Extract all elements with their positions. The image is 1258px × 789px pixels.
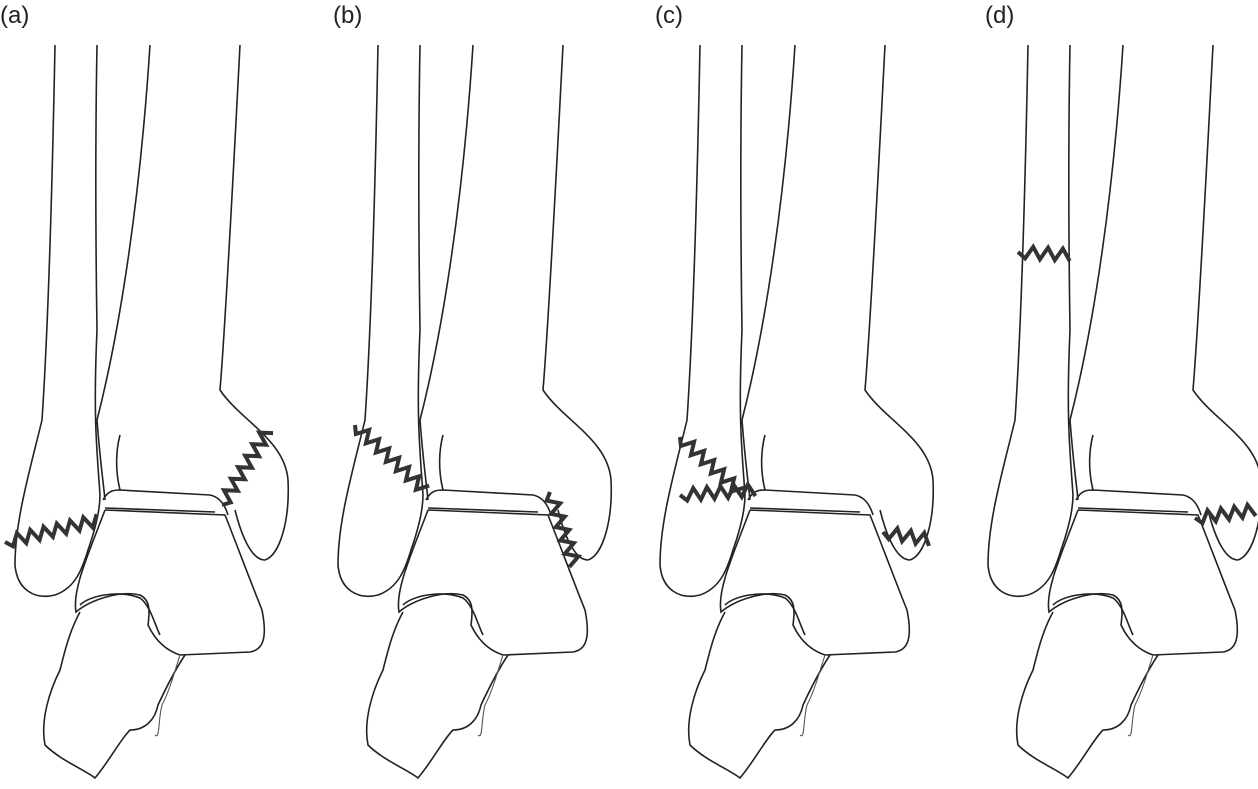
calcaneus-outline (687, 611, 831, 780)
talus-outline (1047, 509, 1239, 656)
fibula-outline (987, 44, 1074, 597)
talus-dome (724, 593, 806, 636)
tibia-lateral-line (1069, 44, 1124, 421)
ankle-panel-c (659, 44, 935, 780)
panel-label-b: (b) (333, 2, 363, 29)
ankle-panel-d (987, 44, 1258, 780)
ankle-panel-b (337, 44, 613, 780)
tibial-plafond (1075, 489, 1202, 516)
tibia-lateral-line (419, 44, 474, 421)
tibial-plafond (425, 489, 552, 516)
fracture-line (353, 424, 430, 493)
calcaneus-outline (42, 611, 186, 780)
fracture-line (220, 430, 274, 507)
tibia-medial-outline (542, 44, 613, 561)
talus-outline (74, 509, 266, 656)
talus-outline (719, 509, 911, 656)
fracture-line (1193, 500, 1258, 527)
syndesmosis-line (741, 419, 766, 501)
fracture-line (1016, 243, 1072, 264)
talus-dome (402, 593, 484, 636)
syndesmosis-line (96, 419, 121, 501)
panel-label-d: (d) (985, 2, 1015, 29)
calcaneus-outline (365, 611, 509, 780)
navicular-line (154, 654, 181, 737)
tibial-plafond (102, 489, 229, 516)
fibula-outline (659, 44, 746, 597)
syndesmosis-line (1069, 419, 1094, 501)
fracture-line (543, 491, 583, 569)
navicular-line (477, 654, 504, 737)
tibia-medial-outline (1192, 44, 1258, 561)
fibula-outline (14, 44, 101, 597)
syndesmosis-line (419, 419, 444, 501)
talus-dome (1052, 593, 1134, 636)
talus-dome (79, 593, 161, 636)
panel-label-a: (a) (0, 2, 30, 29)
fibula-outline (337, 44, 424, 597)
fracture-line (678, 480, 758, 504)
panel-label-c: (c) (655, 2, 683, 29)
tibia-medial-outline (864, 44, 935, 561)
ankle-panel-a (4, 44, 290, 780)
tibia-medial-outline (219, 44, 290, 561)
tibia-lateral-line (741, 44, 796, 421)
calcaneus-outline (1015, 611, 1159, 780)
tibia-lateral-line (96, 44, 151, 421)
fracture-line (4, 513, 99, 550)
talus-outline (397, 509, 589, 656)
fracture-line (678, 436, 745, 495)
navicular-line (799, 654, 826, 737)
navicular-line (1127, 654, 1154, 737)
fracture-line (881, 524, 931, 548)
